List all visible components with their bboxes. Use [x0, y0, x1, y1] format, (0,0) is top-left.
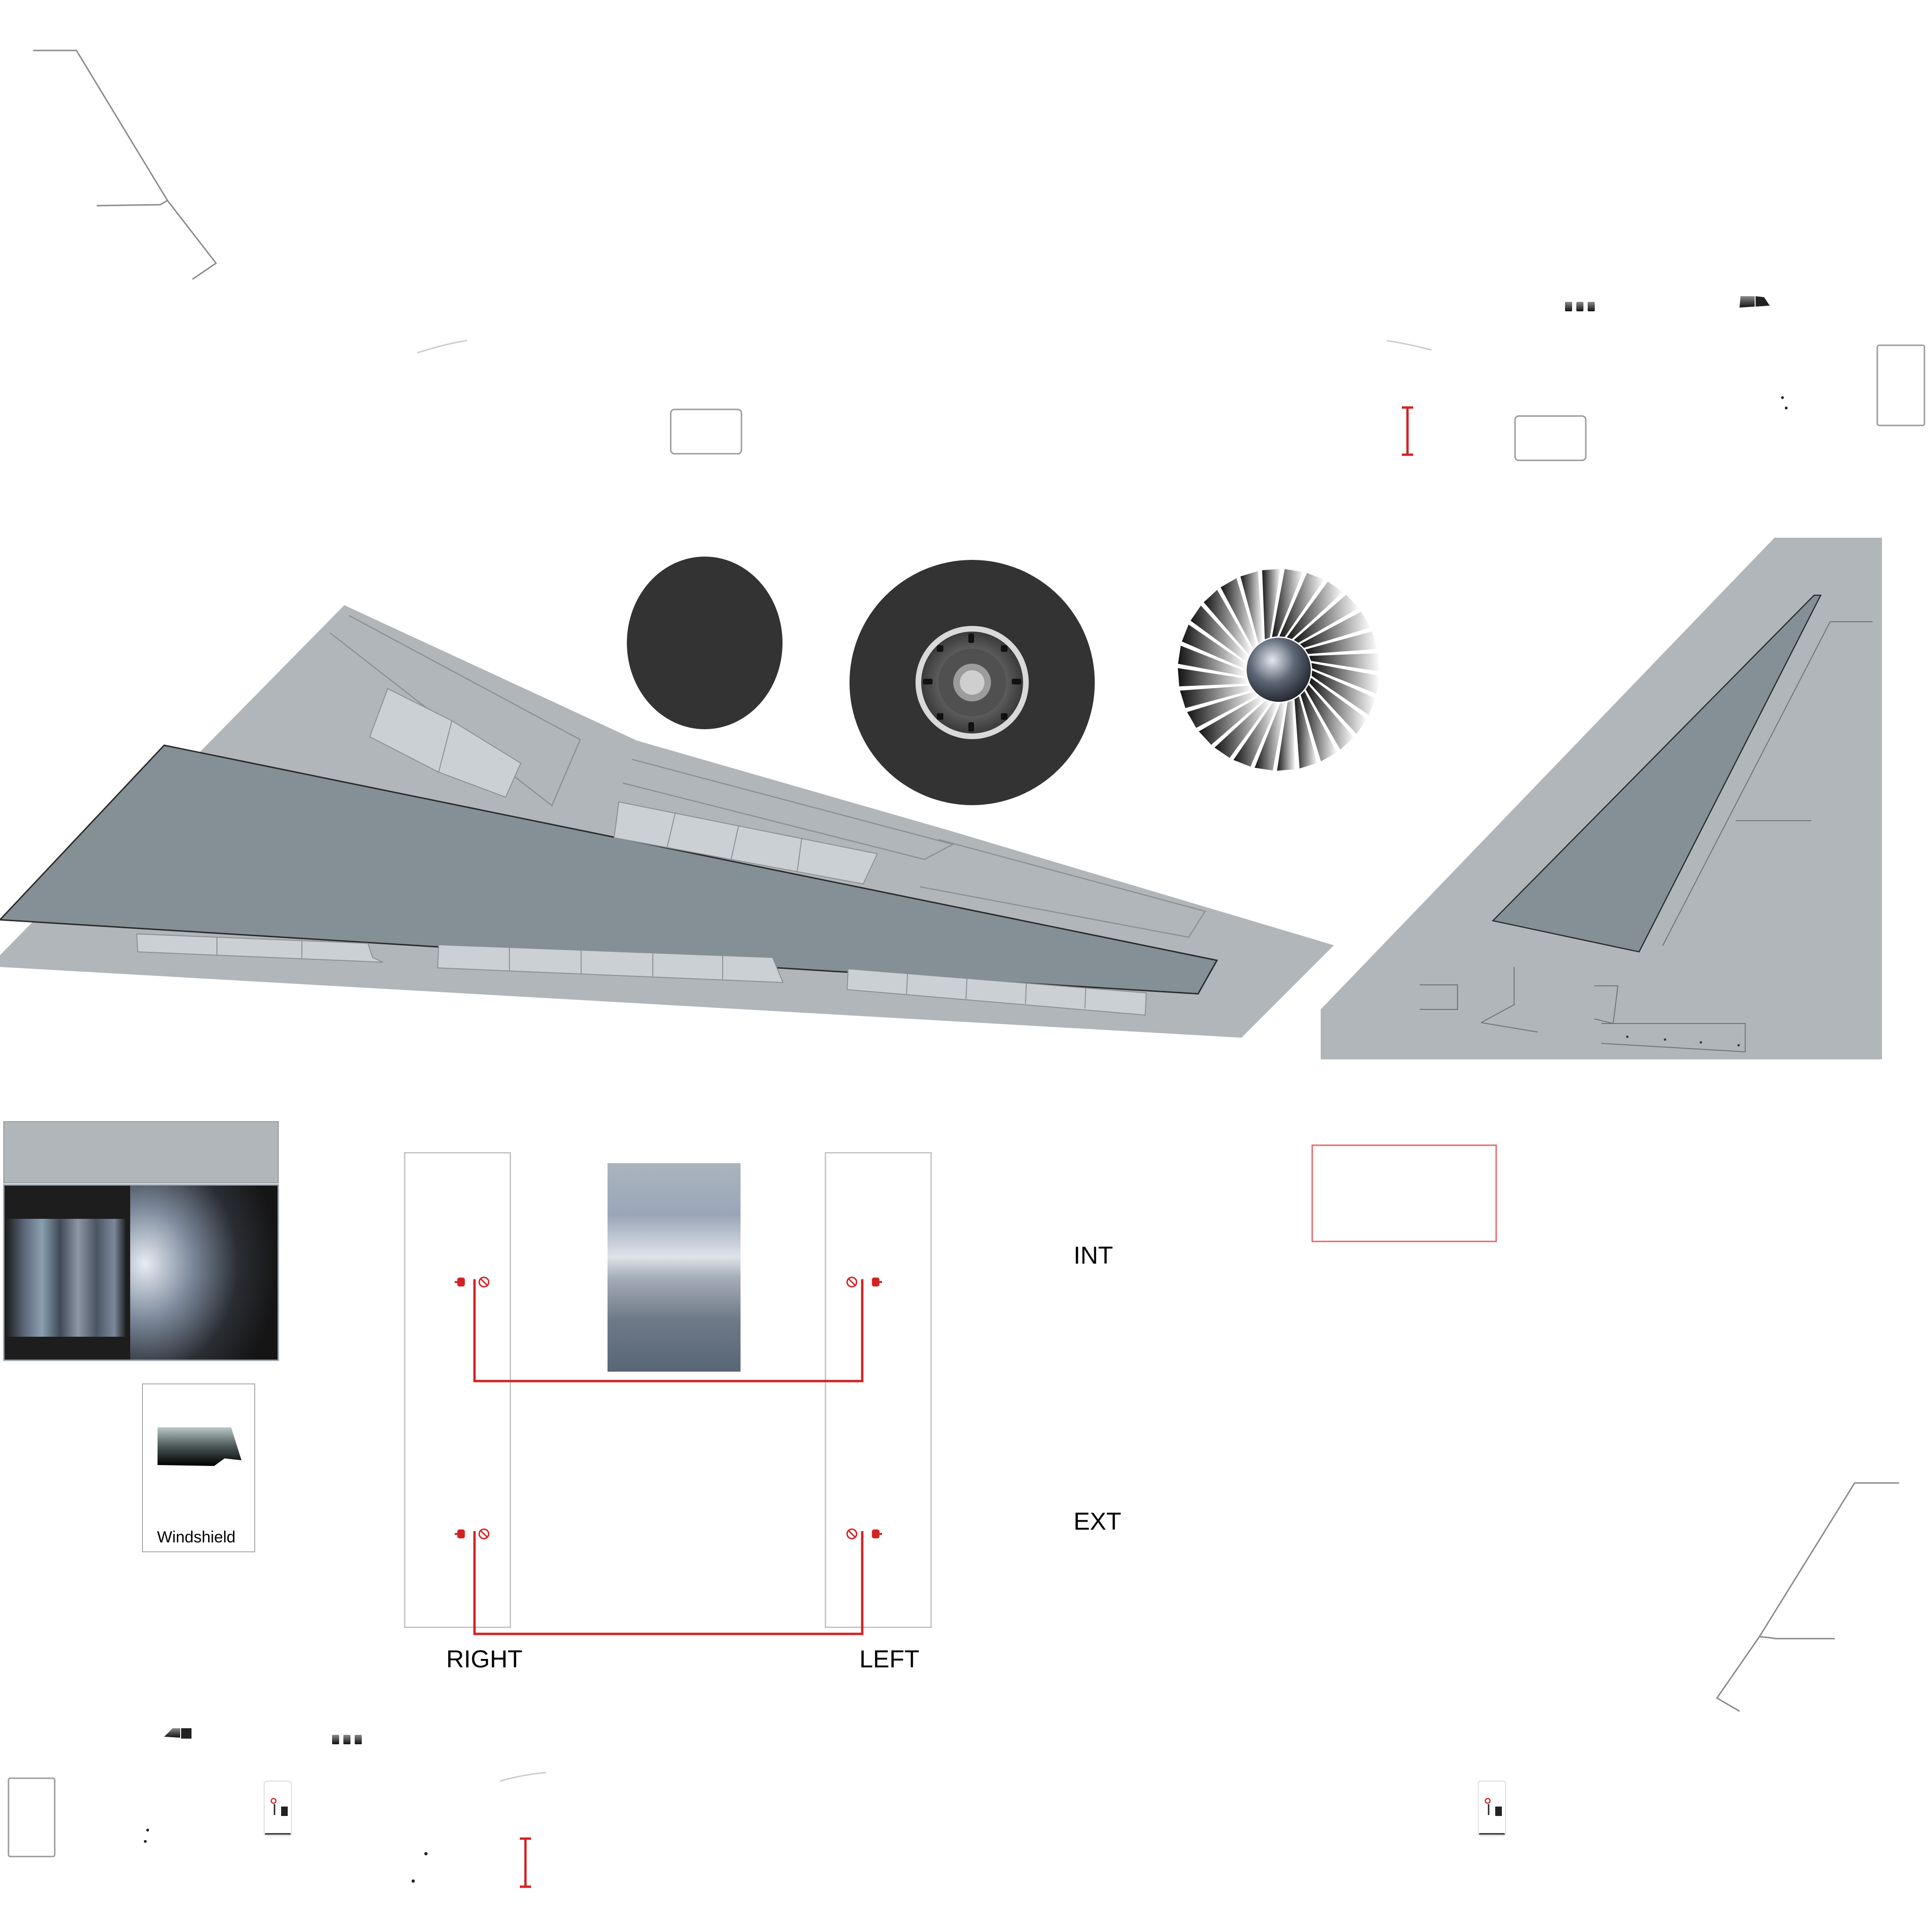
red-marker-bottom	[520, 1837, 531, 1888]
fan-blade	[1310, 662, 1381, 695]
fan-blade	[1298, 610, 1372, 649]
dot-marks-right	[1781, 396, 1788, 409]
flap-panels-lower	[136, 933, 1147, 1016]
fan-blade	[1307, 652, 1381, 673]
nose-outline-top	[33, 50, 217, 280]
window-block-icon	[164, 1728, 192, 1739]
main-wing	[0, 605, 1334, 1038]
dot-marks-bottom	[144, 1829, 428, 1883]
tire-side	[627, 557, 783, 729]
fan-blade	[1179, 684, 1254, 709]
fan-blade	[1304, 630, 1379, 655]
window-block-icon	[1740, 296, 1770, 308]
door-strip-right	[404, 1152, 511, 1628]
hatch-outline-bottom	[8, 1777, 56, 1857]
window-strip-icon	[332, 1735, 362, 1744]
right-label: RIGHT	[446, 1646, 523, 1673]
fan-blade	[1261, 567, 1282, 641]
flap-panels-upper	[369, 688, 878, 885]
no-entry-icon	[478, 1276, 858, 1540]
fairing-curve-bottom	[500, 1772, 547, 1782]
fairing-curve-left	[417, 340, 467, 354]
door-strip-left	[824, 1152, 932, 1628]
ext-label: EXT	[1074, 1508, 1122, 1535]
fan-blade	[1308, 676, 1368, 736]
fan-blade	[1305, 683, 1355, 751]
door-panel-left	[670, 408, 742, 455]
placard-right	[1478, 1781, 1506, 1836]
fan-blade	[1197, 696, 1266, 746]
tail-outline-bottom	[1715, 1482, 1899, 1712]
red-route-lines	[473, 1279, 864, 1635]
window-strip-icon	[1565, 302, 1595, 311]
fan-blade	[1293, 695, 1318, 770]
fairing-curve-right	[1386, 340, 1432, 351]
placard-left	[264, 1781, 292, 1836]
fan-blade	[1189, 604, 1249, 664]
fan-blade	[1202, 588, 1253, 657]
wing-upper-surface	[0, 744, 1218, 995]
fan-blade	[1232, 701, 1280, 768]
fan-blade	[1253, 701, 1287, 772]
fan-blade	[1271, 568, 1304, 638]
fan-blade	[1299, 689, 1338, 763]
fan-blade	[1219, 576, 1258, 650]
fan-spinner	[1247, 638, 1311, 702]
left-label: LEFT	[859, 1646, 920, 1673]
door-handle-icon	[455, 1277, 882, 1539]
int-label: INT	[1074, 1242, 1113, 1269]
fan-blade	[1176, 667, 1250, 688]
fan-blade	[1310, 669, 1377, 717]
door-panel-right	[1514, 415, 1587, 461]
fan-blade	[1177, 644, 1247, 678]
fan-blade	[1292, 593, 1360, 644]
wheel-assembly	[849, 560, 1095, 805]
red-frame-box	[1311, 1144, 1497, 1242]
red-marker-top	[1402, 406, 1413, 456]
fan-blade	[1239, 570, 1264, 645]
windshield-swatch	[142, 1383, 255, 1552]
fan-blade	[1285, 580, 1345, 641]
fan-blade	[1213, 699, 1273, 759]
tail-fin	[1321, 538, 1882, 1059]
wheel-hub-icon	[923, 633, 1021, 732]
hatch-outline-edge	[1876, 344, 1925, 426]
fan-blade	[1276, 699, 1297, 772]
fan-blade	[1181, 623, 1247, 671]
fan-blade	[1278, 572, 1326, 638]
cabin-gradient-swatch	[608, 1163, 741, 1372]
cockpit-texture	[3, 1121, 279, 1361]
fan-blades-icon	[1176, 567, 1381, 772]
windshield-label: Windshield	[157, 1528, 236, 1546]
fan-blade	[1185, 691, 1259, 729]
